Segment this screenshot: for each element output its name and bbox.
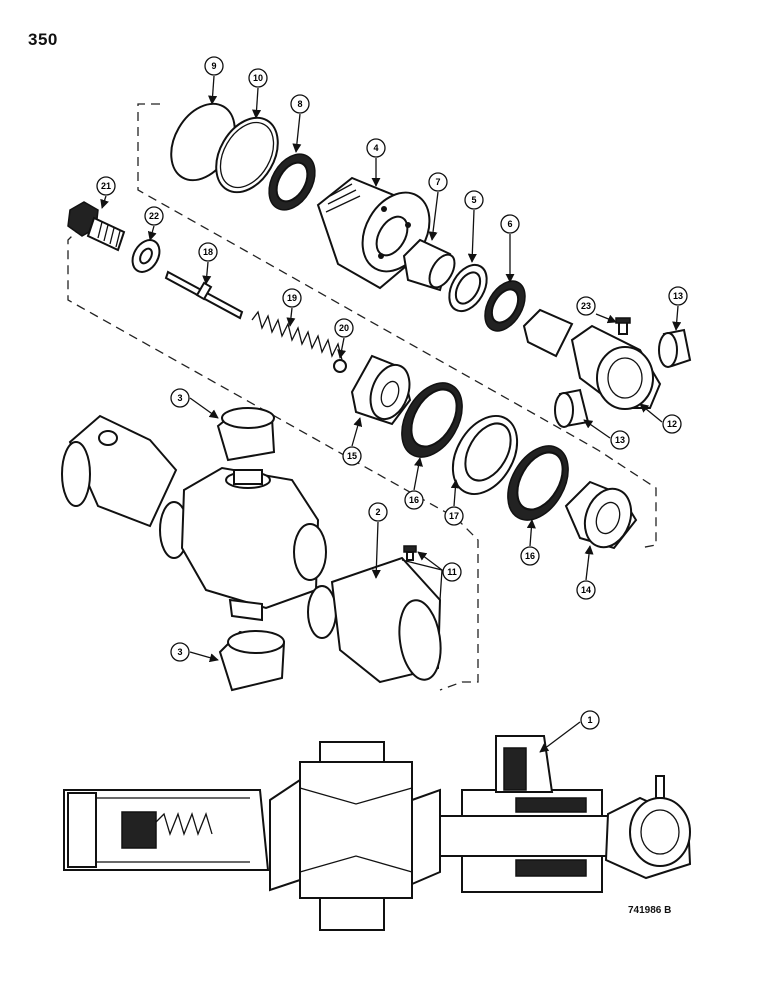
part-19-spring: [251, 310, 343, 361]
svg-text:3: 3: [177, 647, 182, 657]
svg-text:16: 16: [525, 551, 535, 561]
callout-13-upper: 13: [668, 286, 688, 306]
svg-text:16: 16: [409, 495, 419, 505]
rod-segment: [522, 308, 574, 358]
part-11-screw: [403, 545, 417, 561]
svg-text:5: 5: [471, 195, 476, 205]
upper-group-dashed-outline: [137, 103, 657, 549]
svg-text:15: 15: [347, 451, 357, 461]
svg-text:18: 18: [203, 247, 213, 257]
drawing-reference-number: 741986 B: [628, 905, 672, 916]
svg-text:21: 21: [101, 181, 111, 191]
part-13-bushing-upper: [658, 328, 692, 368]
callout-7: 7: [428, 172, 448, 192]
svg-text:2: 2: [375, 507, 380, 517]
callout-21: 21: [96, 176, 116, 196]
callout-10: 10: [248, 68, 268, 88]
svg-text:20: 20: [339, 323, 349, 333]
svg-text:23: 23: [581, 301, 591, 311]
callout-3-lower: 3: [170, 642, 190, 662]
part-23-grease-fitting: [615, 317, 631, 335]
svg-text:8: 8: [297, 99, 302, 109]
callout-22: 22: [144, 206, 164, 226]
callout-1: 1: [580, 710, 600, 730]
trunnion-body: [159, 466, 327, 622]
part-2-barrel-tube: [307, 556, 443, 684]
svg-text:19: 19: [287, 293, 297, 303]
part-17-ring: [451, 415, 519, 495]
svg-text:7: 7: [435, 177, 440, 187]
part-20-ball: [333, 359, 347, 373]
part-15-piston: [350, 354, 412, 426]
part-21-bolt: [67, 201, 126, 252]
callout-18: 18: [198, 242, 218, 262]
part-3-bushing-lower: [218, 630, 286, 692]
svg-text:13: 13: [673, 291, 683, 301]
svg-text:12: 12: [667, 419, 677, 429]
callout-leader-lines: [100, 75, 682, 753]
part-18-pin: [164, 270, 244, 320]
part-7-bushing: [402, 238, 456, 292]
callout-2: 2: [368, 502, 388, 522]
svg-text:14: 14: [581, 585, 591, 595]
svg-text:1: 1: [587, 715, 592, 725]
svg-text:9: 9: [211, 61, 216, 71]
callout-6: 6: [500, 214, 520, 234]
callout-12: 12: [662, 414, 682, 434]
part-10-backup-ring: [215, 116, 279, 194]
svg-text:3: 3: [177, 393, 182, 403]
callout-13-lower: 13: [610, 430, 630, 450]
lower-group-dashed-outline: [67, 225, 479, 691]
callout-19: 19: [282, 288, 302, 308]
callout-17: 17: [444, 506, 464, 526]
callout-8: 8: [290, 94, 310, 114]
svg-text:10: 10: [253, 73, 263, 83]
callout-20: 20: [334, 318, 354, 338]
barrel-head: [61, 414, 178, 528]
part-14-piston-nut: [564, 480, 638, 550]
part-16-seal-left: [401, 382, 463, 458]
svg-text:22: 22: [149, 211, 159, 221]
part-8-seal: [268, 153, 316, 211]
part-5-ring: [448, 263, 488, 313]
callout-4: 4: [366, 138, 386, 158]
callout-14: 14: [576, 580, 596, 600]
callout-9: 9: [204, 56, 224, 76]
svg-text:4: 4: [373, 143, 378, 153]
svg-text:17: 17: [449, 511, 459, 521]
callout-3-upper: 3: [170, 388, 190, 408]
svg-text:11: 11: [447, 567, 457, 577]
part-22-washer: [131, 239, 161, 273]
callout-15: 15: [342, 446, 362, 466]
part-13-bushing-lower: [554, 388, 590, 428]
callout-11: 11: [442, 562, 462, 582]
part-12-rod-eye: [570, 324, 662, 410]
callout-23: 23: [576, 296, 596, 316]
svg-text:6: 6: [507, 219, 512, 229]
part-16-seal-right: [507, 445, 569, 521]
svg-text:13: 13: [615, 435, 625, 445]
callout-16-left: 16: [404, 490, 424, 510]
callout-16-right: 16: [520, 546, 540, 566]
part-6-wiper: [484, 280, 526, 332]
callout-5: 5: [464, 190, 484, 210]
page-number: 350: [28, 30, 58, 49]
assembled-cross-section-view: [63, 735, 692, 931]
part-3-bushing-upper: [216, 407, 276, 462]
